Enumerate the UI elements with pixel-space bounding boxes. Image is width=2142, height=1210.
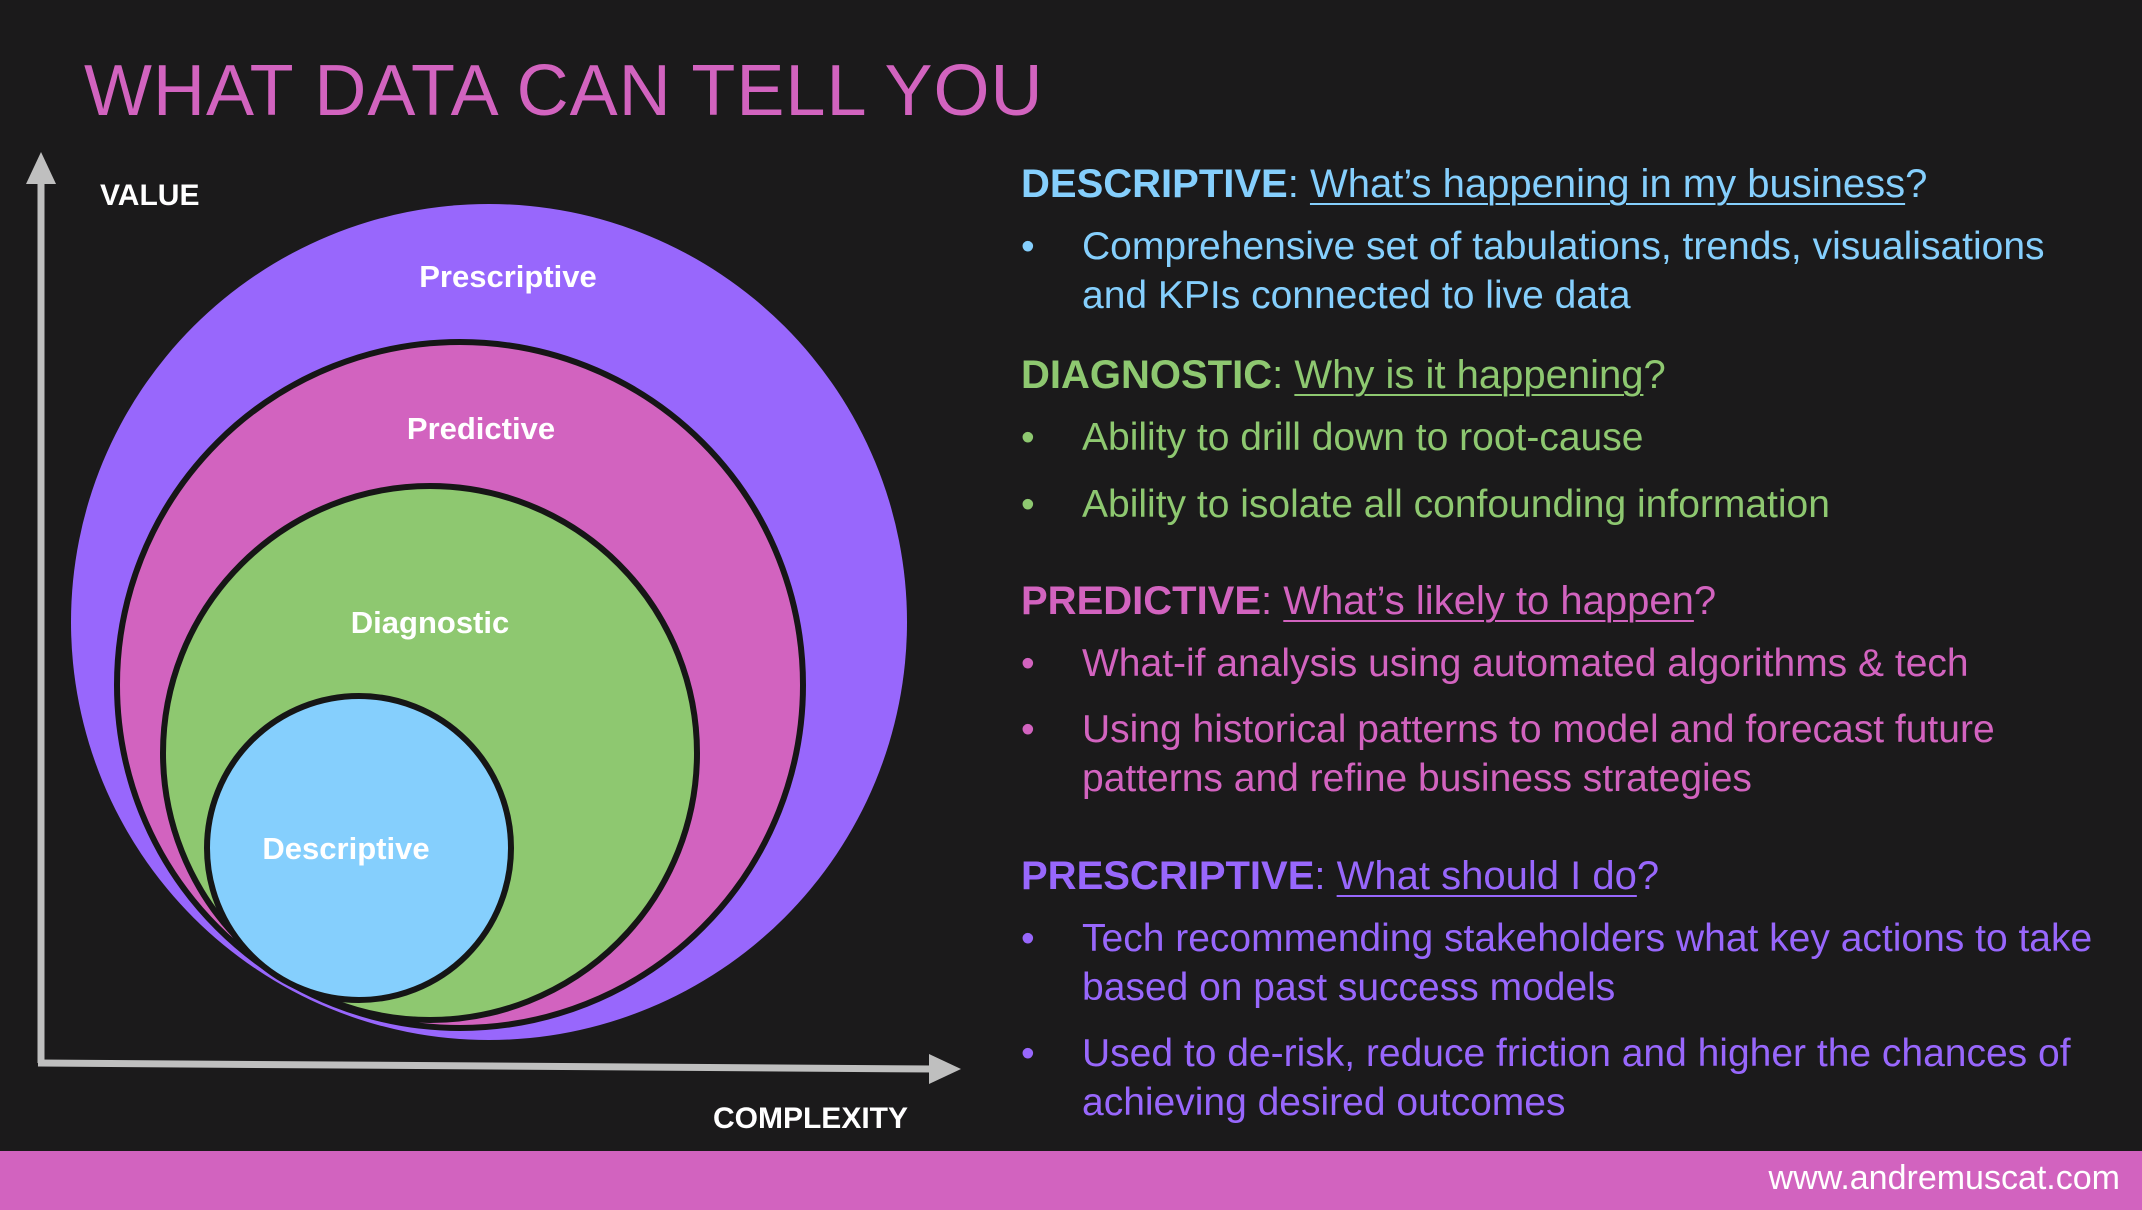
bullet-list: Tech recommending stakeholders what key … xyxy=(1021,914,2111,1127)
x-axis-line xyxy=(37,1059,936,1073)
y-axis-label: VALUE xyxy=(100,179,199,212)
footer-bar: www.andremuscat.com xyxy=(0,1151,2142,1210)
bullet-item: Ability to drill down to root-cause xyxy=(1021,413,2111,462)
section-prescriptive: PRESCRIPTIVE: What should I do? Tech rec… xyxy=(1021,848,2111,1127)
section-question-mark: ? xyxy=(1636,854,1660,898)
label-descriptive: Descriptive xyxy=(262,831,429,866)
bullet-list: What-if analysis using automated algorit… xyxy=(1021,639,2111,803)
label-prescriptive: Prescriptive xyxy=(419,259,597,294)
section-question: What should I do xyxy=(1336,854,1637,898)
section-heading: DESCRIPTIVE: What’s happening in my busi… xyxy=(1021,156,2111,212)
section-separator: : xyxy=(1287,162,1310,206)
y-axis-arrowhead xyxy=(26,152,56,184)
section-heading: DIAGNOSTIC: Why is it happening? xyxy=(1021,347,2111,403)
footer-website-link[interactable]: www.andremuscat.com xyxy=(1768,1159,2120,1197)
section-diagnostic: DIAGNOSTIC: Why is it happening? Ability… xyxy=(1021,347,2111,529)
bullet-list: Ability to drill down to root-cause Abil… xyxy=(1021,413,2111,529)
section-question-mark: ? xyxy=(1905,162,1928,206)
section-question: What’s happening in my business xyxy=(1309,162,1906,206)
section-question-mark: ? xyxy=(1643,353,1666,397)
section-separator: : xyxy=(1314,854,1337,898)
section-keyword: DIAGNOSTIC xyxy=(1021,353,1273,397)
label-predictive: Predictive xyxy=(407,411,555,446)
section-predictive: PREDICTIVE: What’s likely to happen? Wha… xyxy=(1021,573,2111,803)
bullet-item: Used to de-risk, reduce friction and hig… xyxy=(1021,1029,2111,1127)
section-question: Why is it happening xyxy=(1294,353,1644,397)
bullet-item: Ability to isolate all confounding infor… xyxy=(1021,480,2111,529)
circle-descriptive xyxy=(204,693,514,1003)
section-keyword: PREDICTIVE xyxy=(1021,579,1262,623)
bullet-item: Tech recommending stakeholders what key … xyxy=(1021,914,2111,1012)
x-axis-label: COMPLEXITY xyxy=(713,1102,908,1135)
section-question-mark: ? xyxy=(1693,579,1717,623)
bullet-item: What-if analysis using automated algorit… xyxy=(1021,639,2111,688)
section-keyword: DESCRIPTIVE xyxy=(1021,162,1288,206)
section-question: What’s likely to happen xyxy=(1283,579,1694,623)
x-axis-arrowhead xyxy=(929,1054,961,1084)
section-descriptive: DESCRIPTIVE: What’s happening in my busi… xyxy=(1021,156,2111,320)
section-keyword: PRESCRIPTIVE xyxy=(1021,854,1315,898)
page-title: WHAT DATA CAN TELL YOU xyxy=(84,51,1044,131)
bullet-item: Using historical patterns to model and f… xyxy=(1021,705,2111,803)
bullet-item: Comprehensive set of tabulations, trends… xyxy=(1021,222,2111,320)
label-diagnostic: Diagnostic xyxy=(351,605,509,640)
section-heading: PRESCRIPTIVE: What should I do? xyxy=(1021,848,2111,904)
section-separator: : xyxy=(1272,353,1295,397)
nested-circles-diagram: Prescriptive Predictive Diagnostic Descr… xyxy=(26,152,961,1135)
section-heading: PREDICTIVE: What’s likely to happen? xyxy=(1021,573,2111,629)
section-separator: : xyxy=(1261,579,1284,623)
bullet-list: Comprehensive set of tabulations, trends… xyxy=(1021,222,2111,320)
